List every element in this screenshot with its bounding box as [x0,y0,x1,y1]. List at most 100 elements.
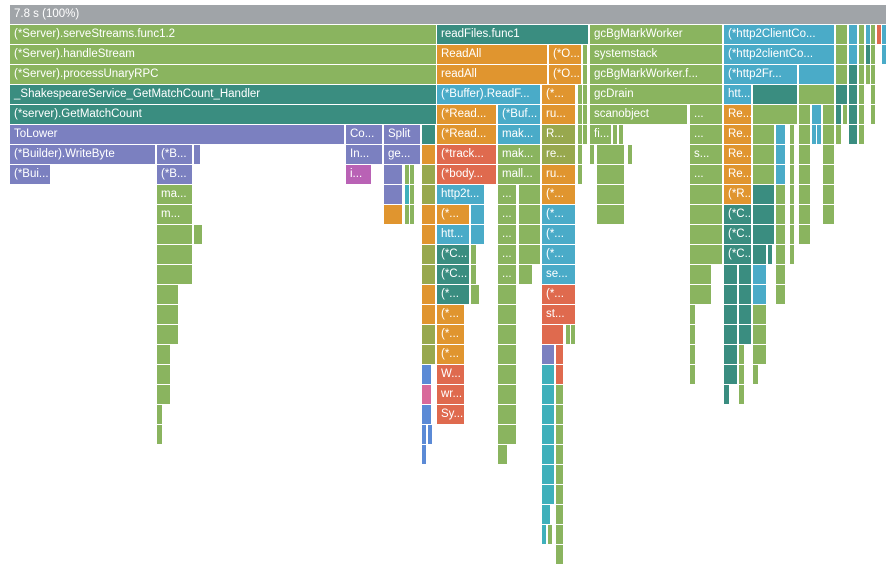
frame-misc-e8[interactable] [843,105,848,125]
frame-Builder-a[interactable]: (*B... [157,145,193,165]
frame-misc-j1[interactable] [405,205,410,225]
frame-misc-g8[interactable] [790,145,795,165]
frame-misc-n3[interactable] [475,285,480,305]
frame-findObject[interactable]: fi... [590,125,612,145]
frame-misc-e1[interactable] [578,105,583,125]
frame-mallocgc-sub12[interactable] [498,305,517,325]
frame-stopTimer-sub[interactable] [542,325,564,345]
frame-misc-o1[interactable] [422,305,436,325]
frame-R-sub[interactable]: R... [542,125,576,145]
frame-misc-g2[interactable] [578,145,583,165]
frame-misc-a1[interactable] [836,25,848,45]
frame-royal-d[interactable] [428,425,433,445]
frame-WriteByte[interactable]: (*Builder).WriteByte [10,145,156,165]
frame-poll-a[interactable]: (*... [437,325,465,345]
frame-misc-p6[interactable] [753,325,767,345]
frame-misc-f7[interactable] [790,125,795,145]
frame-scan-misc6[interactable] [690,225,723,245]
frame-mallocgc-sub1[interactable]: ... [498,185,517,205]
frame-misc-b4[interactable] [859,45,865,65]
frame-conn-a[interactable]: (*... [542,185,576,205]
frame-Builder-b[interactable]: (*B... [157,165,193,185]
frame-misc-f2[interactable] [583,125,588,145]
frame-misc-n6[interactable] [753,285,767,305]
frame-misc-d4[interactable] [799,85,835,105]
frame-red-deep1[interactable] [556,345,564,365]
frame-misc-q0[interactable] [157,345,171,365]
frame-misc-m1[interactable] [422,265,436,285]
frame-stopTimer[interactable]: st... [542,305,576,325]
frame-ToLower[interactable]: ToLower [10,125,345,145]
frame-misc-o3[interactable] [739,305,752,325]
frame-misc-o2[interactable] [724,305,738,325]
frame-scan-misc2[interactable]: ... [690,125,723,145]
frame-green-deep7[interactable] [556,505,564,525]
frame-royal-a[interactable] [422,365,432,385]
frame-misc-d2[interactable] [583,85,588,105]
frame-makeslice-b[interactable]: mak... [498,145,541,165]
frame-mallocgc-sub15[interactable] [498,365,517,385]
frame-misc-g10[interactable] [823,145,835,165]
frame-misc-a7[interactable] [882,25,887,45]
frame-cyan-deep6[interactable] [542,465,555,485]
frame-Buffer-sub[interactable]: (*Buf... [498,105,541,125]
frame-mallocgc-sub8[interactable] [519,245,541,265]
frame-misc-t0[interactable] [157,405,163,425]
frame-Split[interactable]: Split [384,125,421,145]
frame-misc-h2[interactable] [410,165,415,185]
frame-royal-b[interactable] [422,405,432,425]
frame-misc-d7[interactable] [859,85,865,105]
frame-misc-j6[interactable] [753,205,775,225]
frame-Conn-b[interactable]: (*C... [724,225,752,245]
frame-Conn-e[interactable]: (*C... [437,265,470,285]
frame-misc-h4[interactable] [578,165,583,185]
frame-misc-c1[interactable] [583,65,588,85]
frame-misc-a3[interactable] [859,25,865,45]
frame-misc-f9[interactable] [812,125,817,145]
frame-misc-h1[interactable] [405,165,410,185]
frame-mallocgc-sub16[interactable] [498,385,517,405]
frame-green-deep10[interactable] [556,545,564,565]
frame-Read-c[interactable]: Re... [724,145,752,165]
frame-makeslice-a[interactable]: mak... [498,125,541,145]
frame-indexbyte[interactable]: i... [346,165,372,185]
frame-misc-h10[interactable] [823,165,835,185]
frame-misc-b2[interactable] [836,45,848,65]
frame-misc-m3[interactable] [724,265,738,285]
frame-misc-g9[interactable] [799,145,811,165]
frame-mallocgc-sub14[interactable] [498,345,517,365]
frame-misc-f6[interactable] [776,125,786,145]
frame-BufferReadFrom[interactable]: (*Buffer).ReadF... [437,85,541,105]
frame-ReadAll[interactable]: ReadAll [437,45,548,65]
frame-misc-q2[interactable] [724,345,738,365]
frame-http2-sub3[interactable]: htt... [437,225,470,245]
frame-misc-i9[interactable] [823,185,835,205]
frame-http2Framer[interactable]: (*http2Fr... [724,65,798,85]
frame-cyan-deep7[interactable] [542,485,555,505]
frame-misc-j5[interactable] [597,205,625,225]
frame-misc-q3[interactable] [739,345,745,365]
frame-misc-f1[interactable] [578,125,583,145]
frame-conn-c[interactable]: (*... [542,225,576,245]
frame-Read-a[interactable]: Re... [724,105,752,125]
frame-misc-b7[interactable] [882,45,887,65]
frame-misc-e9[interactable] [849,105,858,125]
frame-misc-m5[interactable] [753,265,767,285]
frame-misc-f4[interactable] [619,125,624,145]
frame-http2-sub2[interactable]: (*... [437,205,470,225]
frame-misc-q4[interactable] [753,345,767,365]
frame-green-deep8[interactable] [548,525,553,545]
frame-misc-c5[interactable] [859,65,865,85]
frame-misc-l3[interactable] [753,245,767,265]
frame-GetMatchCount[interactable]: (*server).GetMatchCount [10,105,437,125]
frame-scan-misc10[interactable] [690,305,696,325]
frame-misc-i6[interactable] [776,185,786,205]
frame-misc-s2[interactable] [739,385,745,405]
frame-scan-misc8[interactable] [690,265,712,285]
frame-misc-e11[interactable] [871,105,876,125]
frame-misc-g7[interactable] [776,145,786,165]
frame-Conn-c[interactable]: (*C... [437,245,470,265]
frame-mallocgc-sub13[interactable] [498,325,517,345]
frame-Syscall[interactable]: Sy... [437,405,465,425]
frame-misc-n1[interactable] [422,285,436,305]
